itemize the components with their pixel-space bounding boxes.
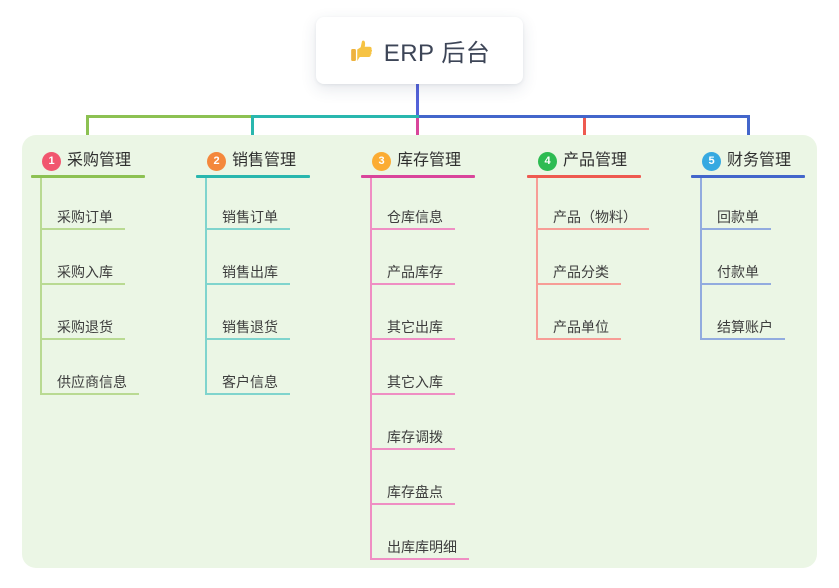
branch-3-leaf-1[interactable]: 仓库信息 xyxy=(370,207,455,230)
branch-1-leaf-2[interactable]: 采购入库 xyxy=(40,262,125,285)
branch-1-leaf-1[interactable]: 采购订单 xyxy=(40,207,125,230)
branch-5-vline xyxy=(700,178,702,340)
branch-4-leaf-2[interactable]: 产品分类 xyxy=(536,262,621,285)
branch-5-underline xyxy=(691,175,805,178)
rail-branch-5 xyxy=(419,115,750,118)
branch-3-leaf-5[interactable]: 库存调拨 xyxy=(370,427,455,450)
branch-2-leaf-2[interactable]: 销售出库 xyxy=(205,262,290,285)
branch-1-underline xyxy=(31,175,145,178)
root-node-title: ERP 后台 xyxy=(383,40,491,67)
branch-1-title[interactable]: 采购管理 xyxy=(67,152,132,169)
branch-2-underline xyxy=(196,175,310,178)
root-connector xyxy=(416,84,419,118)
rail-branch-2 xyxy=(251,115,419,118)
branch-5-leaf-1[interactable]: 回款单 xyxy=(700,207,771,230)
branch-2-badge: 2 xyxy=(207,152,226,171)
thumbs-up-icon xyxy=(350,40,372,61)
branch-3-underline xyxy=(361,175,475,178)
branch-4-leaf-3[interactable]: 产品单位 xyxy=(536,317,621,340)
drop-branch-1 xyxy=(86,115,89,142)
branch-2-leaf-1[interactable]: 销售订单 xyxy=(205,207,290,230)
drop-branch-5 xyxy=(747,115,750,142)
root-node-erp[interactable]: ERP 后台 xyxy=(316,17,523,84)
branch-4-title[interactable]: 产品管理 xyxy=(563,152,628,169)
branch-4-underline xyxy=(527,175,641,178)
branch-4-vline xyxy=(536,178,538,340)
branch-3-leaf-7[interactable]: 出库库明细 xyxy=(370,537,469,560)
branch-2-leaf-3[interactable]: 销售退货 xyxy=(205,317,290,340)
branch-5-badge: 5 xyxy=(702,152,721,171)
drop-branch-2 xyxy=(251,115,254,142)
branch-5-leaf-3[interactable]: 结算账户 xyxy=(700,317,785,340)
branch-4-leaf-1[interactable]: 产品（物料） xyxy=(536,207,649,230)
branch-1-leaf-3[interactable]: 采购退货 xyxy=(40,317,125,340)
branch-2-title[interactable]: 销售管理 xyxy=(232,152,297,169)
drop-branch-3 xyxy=(416,118,419,142)
branch-3-leaf-4[interactable]: 其它入库 xyxy=(370,372,455,395)
branch-3-leaf-2[interactable]: 产品库存 xyxy=(370,262,455,285)
branch-3-vline xyxy=(370,178,372,560)
branches-panel xyxy=(22,135,817,568)
branch-1-vline xyxy=(40,178,42,395)
branch-2-vline xyxy=(205,178,207,395)
branch-5-leaf-2[interactable]: 付款单 xyxy=(700,262,771,285)
branch-2-leaf-4[interactable]: 客户信息 xyxy=(205,372,290,395)
drop-branch-4 xyxy=(583,118,586,142)
branch-3-leaf-6[interactable]: 库存盘点 xyxy=(370,482,455,505)
branch-3-title[interactable]: 库存管理 xyxy=(397,152,462,169)
branch-3-badge: 3 xyxy=(372,152,391,171)
branch-3-leaf-3[interactable]: 其它出库 xyxy=(370,317,455,340)
branch-1-badge: 1 xyxy=(42,152,61,171)
branch-1-leaf-4[interactable]: 供应商信息 xyxy=(40,372,139,395)
branch-5-title[interactable]: 财务管理 xyxy=(727,152,792,169)
branch-4-badge: 4 xyxy=(538,152,557,171)
